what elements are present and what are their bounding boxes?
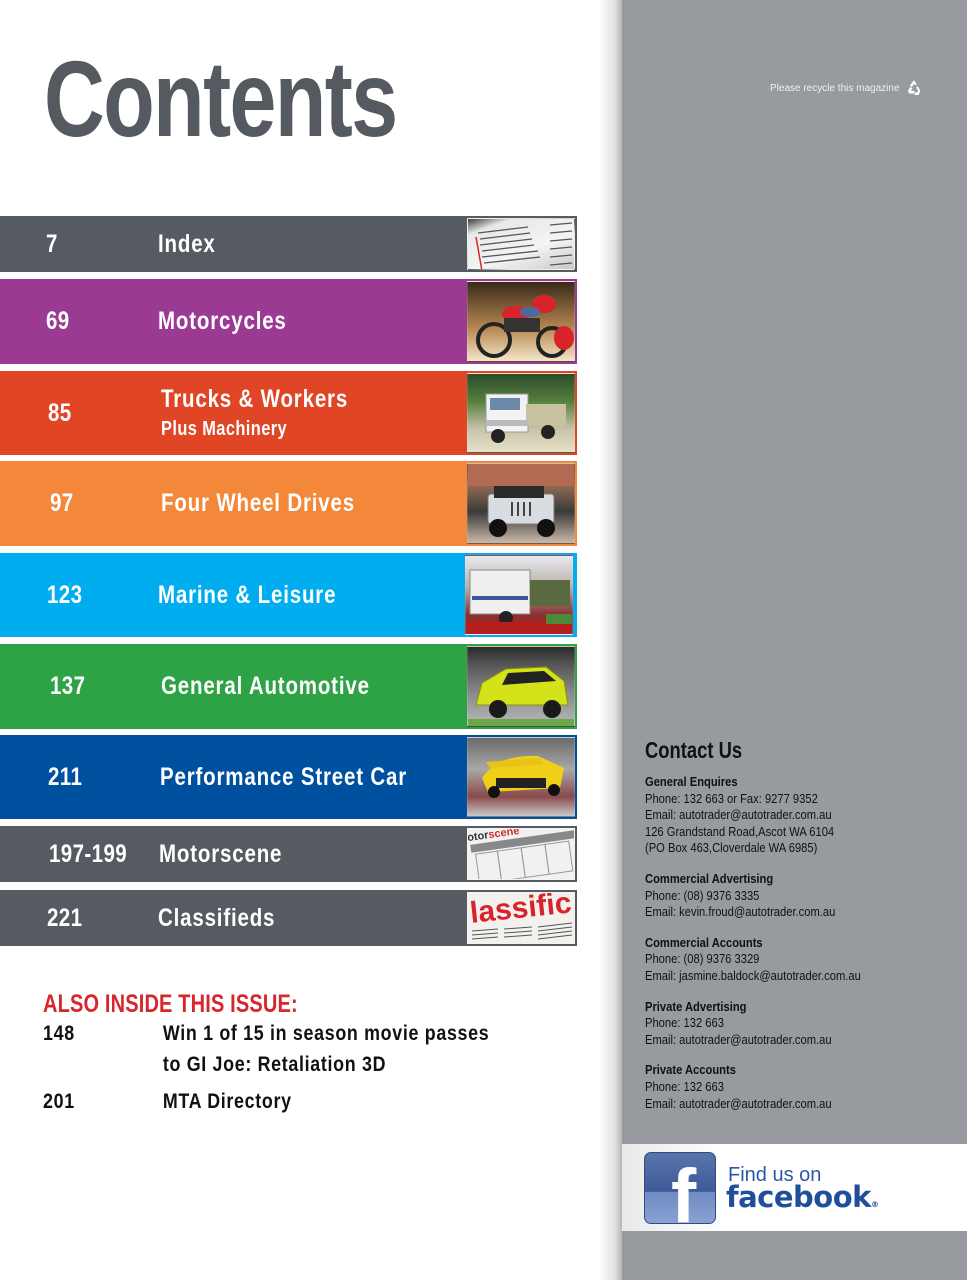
contact-address: 126 Grandstand Road,Ascot WA 6104 (645, 823, 835, 839)
section-performance-street-car[interactable]: 211 Performance Street Car (0, 735, 577, 819)
contact-private-accounts: Private Accounts Phone: 132 663 Email: a… (645, 1062, 861, 1112)
contact-side-panel (622, 0, 967, 1280)
also-inside-description: Win 1 of 15 in season movie passes to GI… (163, 1018, 490, 1080)
section-classifieds[interactable]: 221 Classifieds lassific (0, 890, 577, 946)
section-page-number: 221 (47, 903, 83, 932)
contact-phone: Phone: 132 663 (645, 1015, 724, 1031)
contact-email[interactable]: Email: autotrader@autotrader.com.au (645, 807, 832, 823)
contact-phone: Phone: 132 663 or Fax: 9277 9352 (645, 790, 818, 806)
facebook-brand-text: facebook (726, 1180, 871, 1214)
jeep-thumbnail (467, 463, 575, 544)
contact-section-heading: Commercial Accounts (645, 934, 763, 950)
section-four-wheel-drives[interactable]: 97 Four Wheel Drives (0, 461, 577, 546)
also-inside-section: ALSO INSIDE THIS ISSUE: 148 Win 1 of 15 … (43, 990, 489, 1113)
section-label: General Automotive (161, 672, 370, 700)
contact-email[interactable]: Email: jasmine.baldock@autotrader.com.au (645, 967, 861, 983)
section-page-number: 69 (46, 307, 70, 335)
facebook-logo-icon: f (644, 1152, 716, 1224)
section-label: Four Wheel Drives (161, 489, 355, 517)
facebook-find-text: Find us on (728, 1164, 822, 1186)
section-label-main: Trucks & Workers (161, 385, 349, 413)
section-label: Trucks & Workers Plus Machinery (161, 385, 348, 443)
section-label: Motorcycles (158, 307, 287, 335)
section-label: Classifieds (158, 903, 276, 932)
contents-page (0, 0, 622, 1280)
recycle-note-text: Please recycle this magazine (770, 82, 900, 94)
motorscene-calendar-thumbnail: otorscene (467, 828, 575, 880)
section-marine-leisure[interactable]: 123 Marine & Leisure (0, 553, 577, 637)
also-inside-page-number: 201 (43, 1090, 75, 1113)
contact-phone: Phone: (08) 9376 3335 (645, 887, 760, 903)
section-general-automotive[interactable]: 137 General Automotive (0, 644, 577, 729)
section-page-number: 123 (47, 580, 83, 609)
section-page-number: 211 (48, 762, 83, 791)
section-label: Marine & Leisure (158, 580, 337, 609)
contact-heading: Contact Us (645, 737, 743, 763)
contact-email[interactable]: Email: autotrader@autotrader.com.au (645, 1031, 832, 1047)
motorcycle-thumbnail (467, 281, 575, 362)
section-page-number: 7 (46, 229, 58, 258)
yellow-hatchback-thumbnail (467, 646, 575, 727)
recycle-note: Please recycle this magazine (770, 78, 924, 98)
contact-general-enquires: General Enquires Phone: 132 663 or Fax: … (645, 774, 861, 857)
truck-thumbnail (467, 373, 575, 453)
contact-section-heading: Commercial Advertising (645, 870, 774, 886)
section-trucks-workers[interactable]: 85 Trucks & Workers Plus Machinery (0, 371, 577, 455)
classifieds-thumbnail: lassific (467, 892, 575, 944)
page-title: Contents (44, 38, 398, 159)
contact-us: Contact Us General Enquires Phone: 132 6… (645, 737, 896, 1126)
contact-phone: Phone: (08) 9376 3329 (645, 951, 760, 967)
contact-commercial-accounts: Commercial Accounts Phone: (08) 9376 332… (645, 935, 861, 985)
section-label: Performance Street Car (160, 762, 408, 791)
contact-private-advertising: Private Advertising Phone: 132 663 Email… (645, 999, 861, 1049)
recycle-icon (907, 80, 920, 95)
contact-phone: Phone: 132 663 (645, 1078, 724, 1094)
section-page-number: 197-199 (49, 839, 128, 868)
contact-commercial-advertising: Commercial Advertising Phone: (08) 9376 … (645, 871, 861, 921)
contact-section-heading: Private Advertising (645, 998, 747, 1014)
contact-email[interactable]: Email: autotrader@autotrader.com.au (645, 1095, 832, 1111)
facebook-wordmark: facebook® (726, 1180, 879, 1214)
registered-mark: ® (870, 1200, 879, 1209)
also-inside-heading: ALSO INSIDE THIS ISSUE: (43, 990, 298, 1018)
motorhome-thumbnail (465, 555, 573, 635)
page-fold-shadow (598, 0, 622, 1280)
contact-po-box: (PO Box 463,Cloverdale WA 6985) (645, 840, 818, 856)
facebook-f-glyph: f (671, 1154, 697, 1224)
section-page-number: 137 (50, 672, 86, 700)
supercar-thumbnail (467, 737, 575, 817)
also-inside-line: Win 1 of 15 in season movie passes (162, 1022, 490, 1045)
section-motorcycles[interactable]: 69 Motorcycles (0, 279, 577, 364)
also-inside-line: to GI Joe: Retaliation 3D (162, 1053, 387, 1076)
section-page-number: 85 (48, 398, 72, 427)
also-inside-description: MTA Directory (162, 1090, 292, 1113)
also-inside-page-number: 148 (43, 1022, 75, 1045)
contact-email[interactable]: Email: kevin.froud@autotrader.com.au (645, 904, 836, 920)
section-motorscene[interactable]: 197-199 Motorscene otorscene (0, 826, 577, 882)
section-label: Motorscene (159, 839, 283, 868)
section-sublabel: Plus Machinery (161, 418, 288, 440)
section-label: Index (158, 229, 216, 258)
section-index[interactable]: 7 Index (0, 216, 577, 272)
index-page-thumbnail (467, 218, 575, 270)
facebook-banner[interactable]: f Find us on facebook® (622, 1144, 967, 1231)
section-page-number: 97 (50, 489, 74, 517)
contact-section-heading: General Enquires (645, 774, 738, 789)
contact-section-heading: Private Accounts (645, 1062, 736, 1078)
